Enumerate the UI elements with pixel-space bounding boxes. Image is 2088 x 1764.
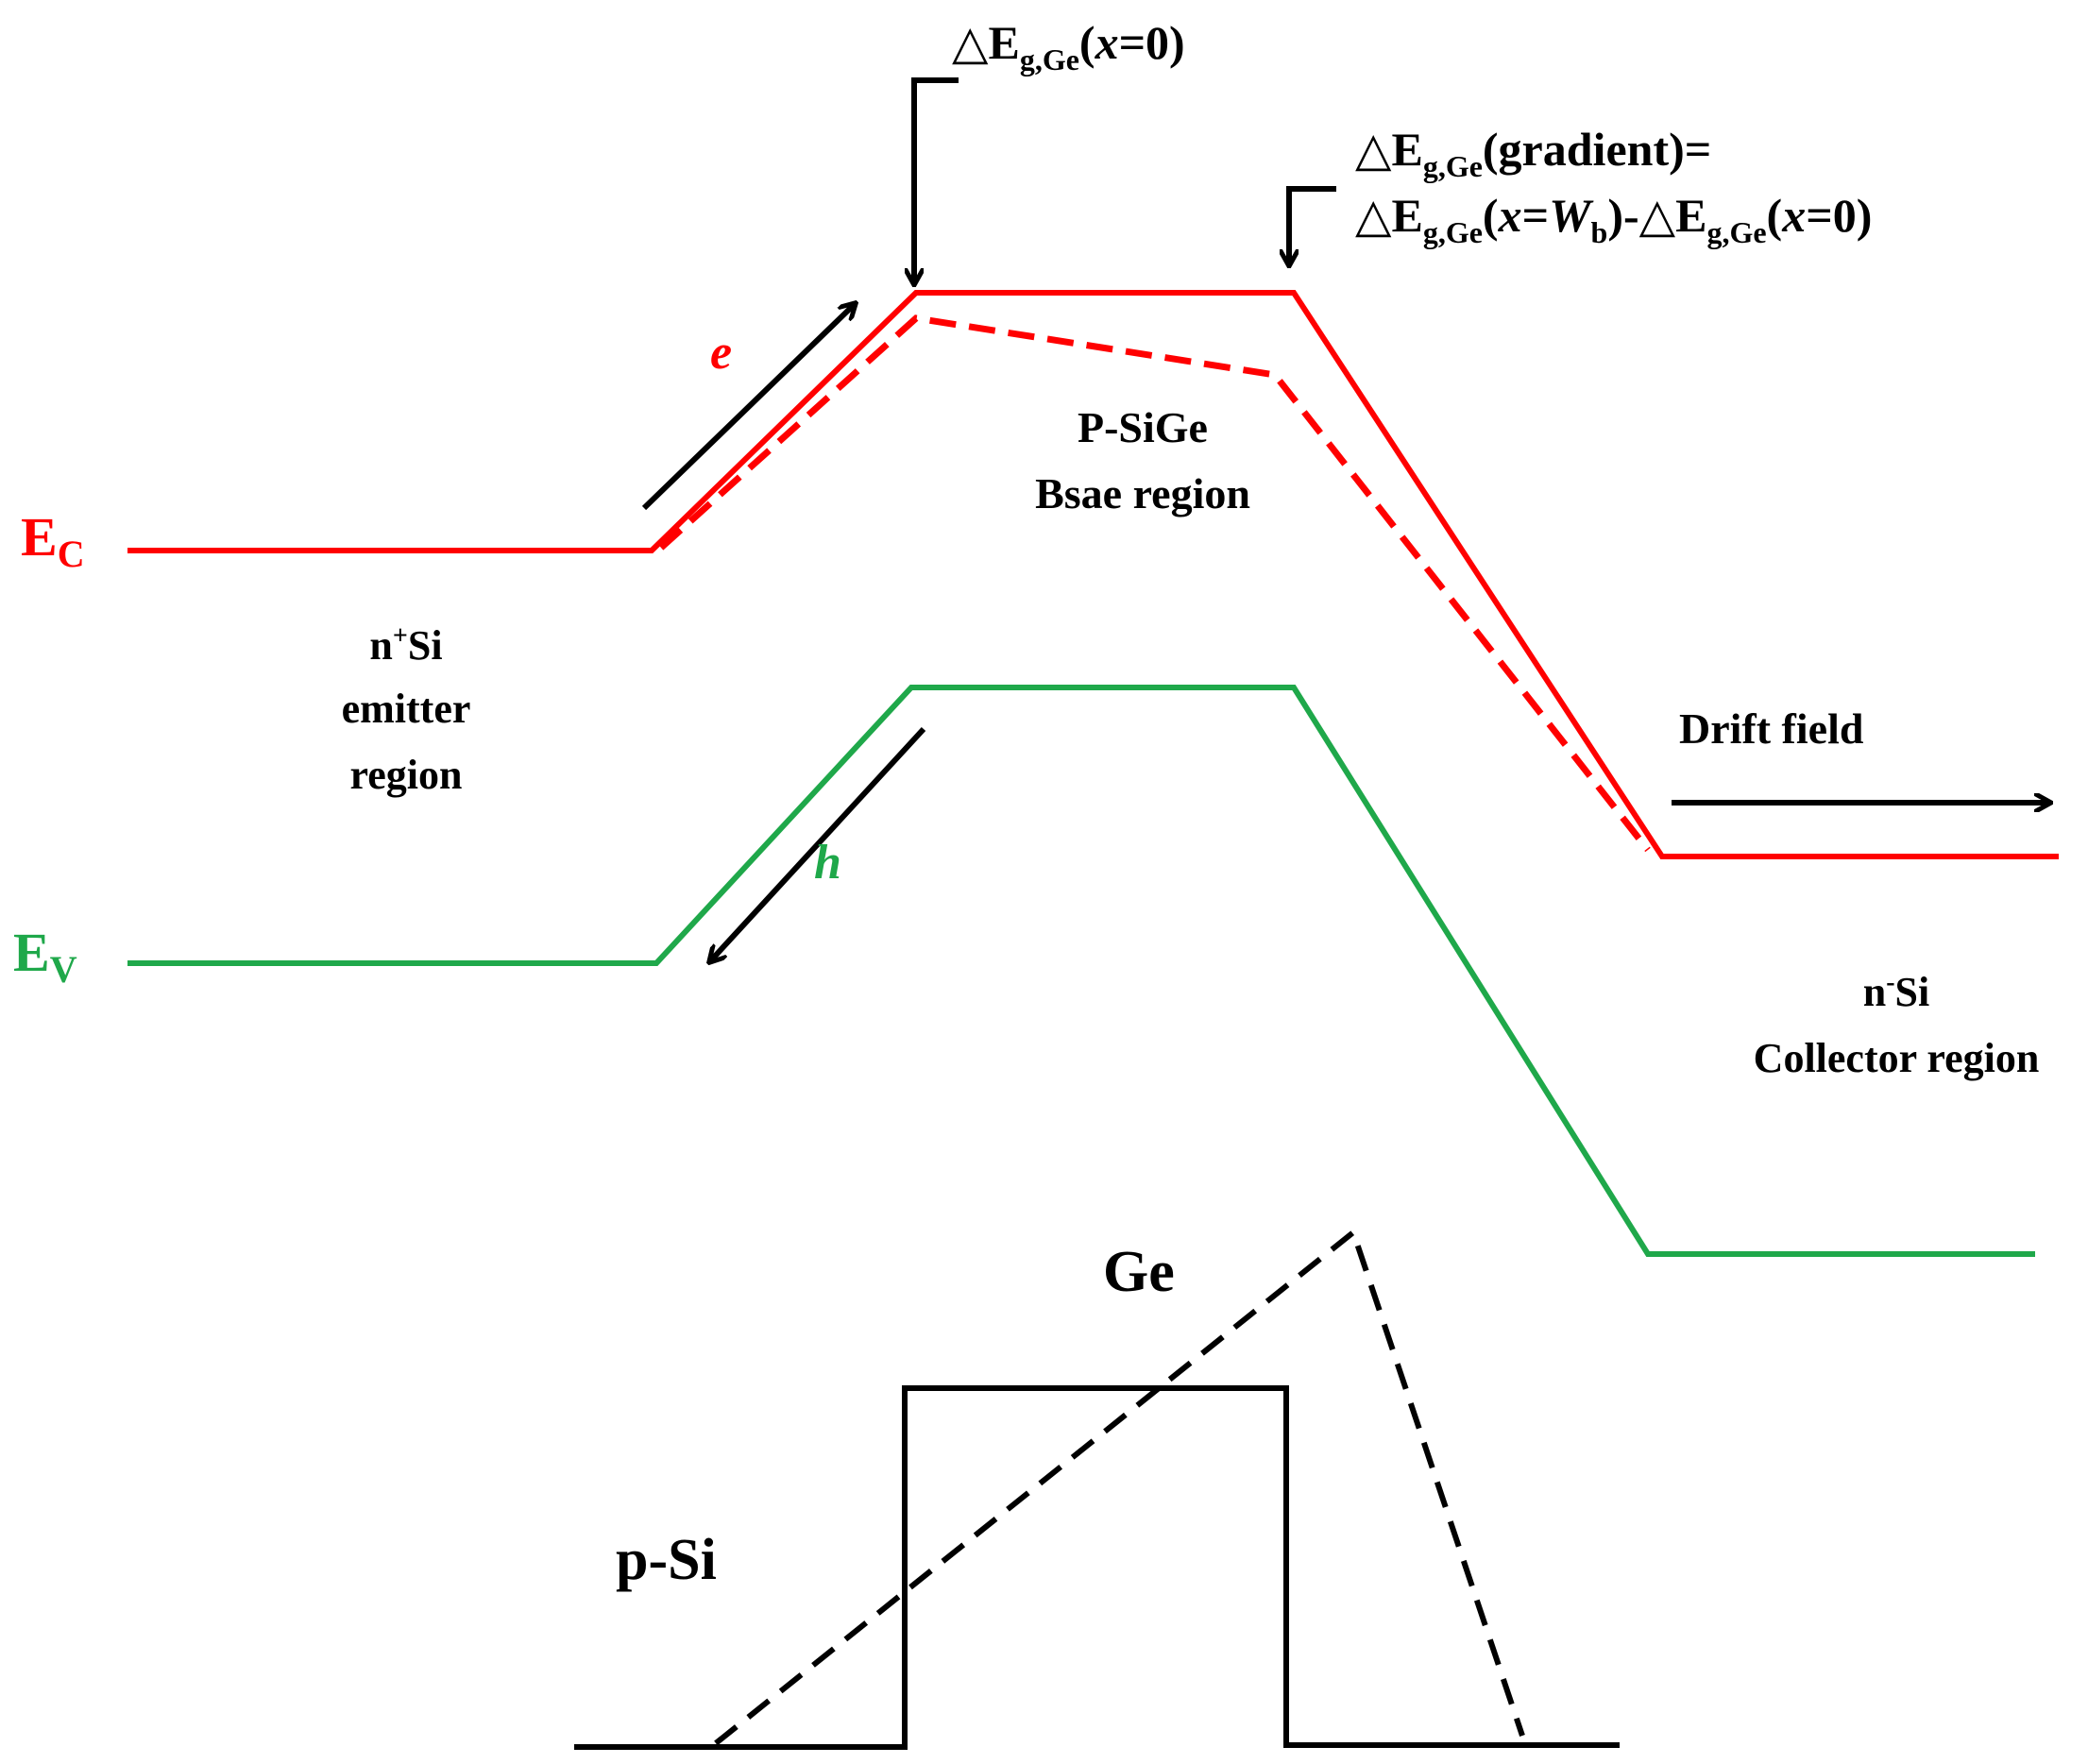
hole-arrow — [710, 726, 926, 961]
conduction-band-graded-dashed — [658, 314, 1651, 853]
electron-arrow — [641, 304, 855, 511]
delta-eg-gradient-annotation-line1: △Eg,Ge(gradient)= — [1355, 123, 1711, 183]
conduction-band-line — [127, 290, 2059, 859]
base-region-label: P-SiGe Bsae region — [1035, 403, 1250, 517]
collector-region-label: n-Si Collector region — [1754, 968, 2040, 1081]
delta-eg-x0-annotation: △Eg,Ge(x=0) — [952, 16, 1185, 76]
svg-text:Collector region: Collector region — [1754, 1035, 2040, 1081]
callout-arrow-gradient — [1289, 186, 1336, 264]
callout-arrow-x0 — [914, 77, 959, 283]
svg-text:P-SiGe: P-SiGe — [1078, 403, 1208, 451]
electron-label: e — [710, 326, 732, 380]
valence-band-line — [127, 685, 2035, 1257]
svg-text:emitter: emitter — [342, 686, 471, 732]
ev-label: EV — [13, 922, 77, 991]
svg-text:region: region — [350, 752, 463, 798]
emitter-region-label: n+Si emitter region — [342, 621, 471, 798]
delta-eg-gradient-annotation-line2: △Eg,Ge(x=Wb)-△Eg,Ge(x=0) — [1355, 189, 1872, 249]
svg-text:n-Si: n-Si — [1863, 968, 1930, 1015]
svg-text:n+Si: n+Si — [369, 621, 442, 669]
p-si-doping-profile — [574, 1385, 1620, 1750]
drift-field-label: Drift field — [1679, 704, 1864, 753]
p-si-label: p-Si — [616, 1528, 717, 1592]
hole-label: h — [814, 836, 841, 890]
ec-label: EC — [21, 506, 85, 575]
ge-profile-dashed — [714, 1227, 1525, 1746]
ge-label: Ge — [1103, 1240, 1175, 1304]
svg-text:Bsae region: Bsae region — [1035, 469, 1250, 517]
